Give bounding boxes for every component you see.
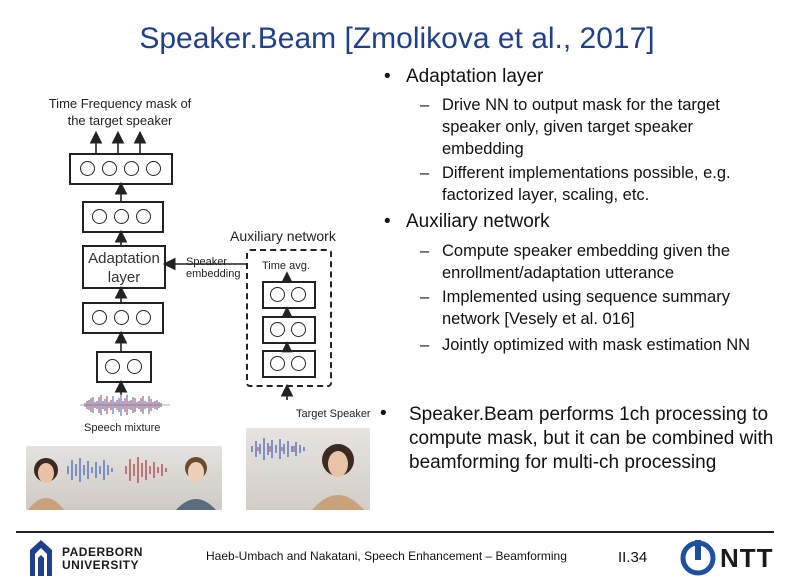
university-name: PADERBORN UNIVERSITY [62,545,143,572]
bullet-adaptation: • Adaptation layer [384,66,543,88]
adaptation-layer-label: Adaptation layer [88,250,160,286]
sub-bullet: – Compute speaker embedding given the en… [420,240,765,284]
neuron-node [92,310,107,325]
neuron-node [102,161,117,176]
sub-bullet: – Jointly optimized with mask estimation… [420,334,765,356]
bullet-dot: • [380,403,387,424]
output-mask-label: Time Frequency mask of the target speake… [48,96,192,128]
page-number: II.34 [618,549,648,566]
neuron-node [270,322,285,337]
sub-bullet: – Implemented using sequence summary net… [420,286,765,330]
input-layer [96,351,152,383]
bullet-adaptation-text: Adaptation layer [406,66,544,87]
footer-divider [16,531,774,533]
target-speaker-photo [246,428,370,510]
neuron-node [105,359,120,374]
sub-bullet-text: Implemented using sequence summary netwo… [442,288,730,328]
university-crest-icon [30,540,52,576]
speaker-embedding-label: Speaker embedding [186,256,241,280]
neuron-node [127,359,142,374]
aux-layer [262,316,316,344]
speech-mixture-label: Speech mixture [84,422,161,434]
neuron-node [270,287,285,302]
bullet-auxiliary: • Auxiliary network [384,211,550,233]
hidden-layer [82,302,164,334]
target-speaker-label: Target Speaker [296,408,371,420]
sub-bullet-text: Different implementations possible, e.g.… [442,164,731,204]
neuron-node [136,209,151,224]
neuron-node [114,310,129,325]
neuron-node [291,322,306,337]
bullet-dot: • [384,211,391,232]
mixture-waveform [80,394,170,416]
sub-bullet: – Drive NN to output mask for the target… [420,94,760,160]
neuron-node [124,161,139,176]
bullet-speakerbeam-text: Speaker.Beam performs 1ch processing to … [409,404,774,473]
neuron-node [114,209,129,224]
bullet-auxiliary-text: Auxiliary network [406,211,550,232]
hidden-layer [82,201,164,233]
neuron-node [291,356,306,371]
slide-title: Speaker.Beam [Zmolikova et al., 2017] [139,22,655,55]
time-avg-label: Time avg. [262,260,310,272]
mixture-speakers-photo [26,446,222,510]
sub-bullet: – Different implementations possible, e.… [420,162,770,206]
adaptation-layer: Adaptation layer [82,245,166,289]
ntt-wordmark: NTT [720,543,774,573]
university-logo: PADERBORN UNIVERSITY [28,538,168,576]
neuron-node [92,209,107,224]
neuron-node [146,161,161,176]
bullet-dot: • [384,66,391,87]
neuron-node [136,310,151,325]
sub-bullet-text: Drive NN to output mask for the target s… [442,96,720,158]
neuron-node [291,287,306,302]
neuron-node [80,161,95,176]
neuron-node [270,356,285,371]
auxiliary-network-label: Auxiliary network [230,228,336,244]
ntt-logo: NTT [680,540,780,576]
sub-bullet-text: Compute speaker embedding given the enro… [442,242,731,282]
ntt-logo-icon [680,540,716,576]
footer-citation: Haeb-Umbach and Nakatani, Speech Enhance… [206,549,567,563]
sub-bullet-text: Jointly optimized with mask estimation N… [442,336,751,354]
